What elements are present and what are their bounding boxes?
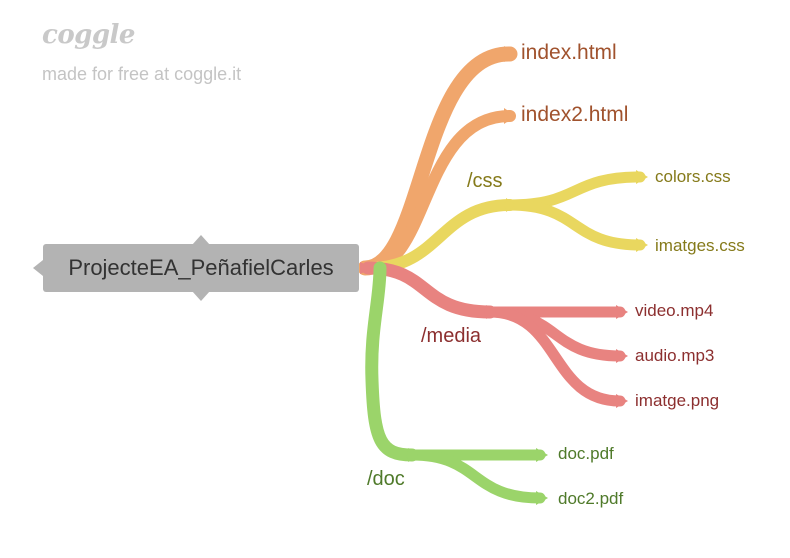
node-doc-pdf[interactable]: doc.pdf xyxy=(558,444,614,463)
root-arrow-up-icon[interactable] xyxy=(192,235,210,245)
node-audio-mp3[interactable]: audio.mp3 xyxy=(635,346,715,365)
arrow-css-node xyxy=(506,198,516,212)
branch-doc2-pdf xyxy=(406,449,546,504)
arrow-index-html xyxy=(504,46,516,62)
branch-media xyxy=(361,261,497,319)
node-colors-css[interactable]: colors.css xyxy=(655,167,731,186)
node-index-html[interactable]: index.html xyxy=(521,41,617,64)
arrow-doc-pdf xyxy=(536,448,548,462)
branch-doc xyxy=(365,261,419,462)
arrow-video-mp4 xyxy=(616,305,628,319)
arrow-index2-html xyxy=(504,108,516,124)
root-arrow-down-icon[interactable] xyxy=(192,291,210,301)
node-imatges-css[interactable]: imatges.css xyxy=(655,236,745,255)
root-node[interactable]: ProjecteEA_PeñafielCarles xyxy=(43,244,359,292)
arrow-colors-css xyxy=(636,170,648,184)
arrow-audio-mp3 xyxy=(616,349,628,363)
branch-imatges-css xyxy=(504,199,646,251)
node-index2-html[interactable]: index2.html xyxy=(521,103,629,126)
arrow-imatge-png xyxy=(616,394,628,408)
node-css[interactable]: /css xyxy=(467,170,503,192)
node-doc2-pdf[interactable]: doc2.pdf xyxy=(558,489,624,508)
node-imatge-png[interactable]: imatge.png xyxy=(635,391,720,410)
branch-imatge-png xyxy=(484,306,626,407)
arrow-imatges-css xyxy=(636,238,648,252)
arrow-media-node xyxy=(486,305,496,319)
arrow-doc2-pdf xyxy=(536,491,548,505)
watermark-tagline: made for free at coggle.it xyxy=(42,64,242,84)
root-arrow-left-icon[interactable] xyxy=(33,260,43,276)
arrow-doc-node xyxy=(408,448,418,462)
root-connector-icon xyxy=(360,262,374,274)
coggle-logo: coggle xyxy=(42,20,135,50)
node-doc[interactable]: /doc xyxy=(367,468,405,490)
node-video-mp4[interactable]: video.mp4 xyxy=(635,301,714,320)
root-node-label: ProjecteEA_PeñafielCarles xyxy=(68,255,334,280)
node-media[interactable]: /media xyxy=(421,325,482,347)
